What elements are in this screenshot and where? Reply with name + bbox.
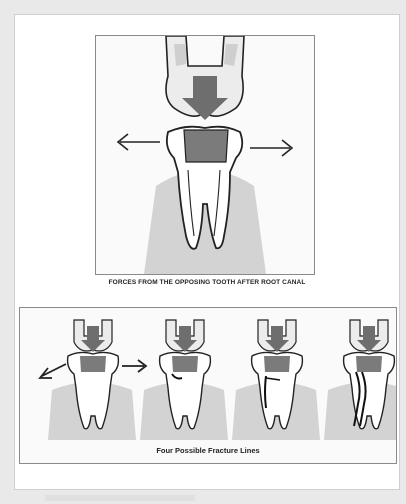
fracture-line-icon: [265, 376, 266, 408]
diagram-page: FORCES FROM THE OPPOSING TOOTH AFTER ROO…: [14, 14, 400, 490]
right-arrow-icon: [250, 140, 292, 156]
right-arrow-icon: [122, 360, 146, 372]
root-canal-forces-diagram: [96, 36, 314, 274]
bottom-caption: Four Possible Fracture Lines: [20, 446, 396, 455]
four-fracture-diagrams: [20, 308, 396, 440]
crown-filling: [356, 356, 382, 372]
footer-divider: [45, 495, 195, 501]
top-caption: FORCES FROM THE OPPOSING TOOTH AFTER ROO…: [15, 279, 399, 286]
fracture-example-2: [140, 320, 228, 440]
crown-filling: [184, 130, 228, 162]
fracture-example-1: [40, 320, 146, 440]
fracture-lines-panel: Four Possible Fracture Lines: [19, 307, 397, 464]
left-arrow-icon: [118, 134, 160, 150]
left-arrow-icon: [40, 364, 66, 378]
main-illustration-panel: [95, 35, 315, 275]
opposing-tooth-shade: [174, 44, 238, 66]
crown-filling: [172, 356, 198, 372]
fracture-example-4: [324, 320, 396, 440]
fracture-example-3: [232, 320, 320, 440]
crown-filling: [80, 356, 106, 372]
crown-filling: [264, 356, 290, 372]
